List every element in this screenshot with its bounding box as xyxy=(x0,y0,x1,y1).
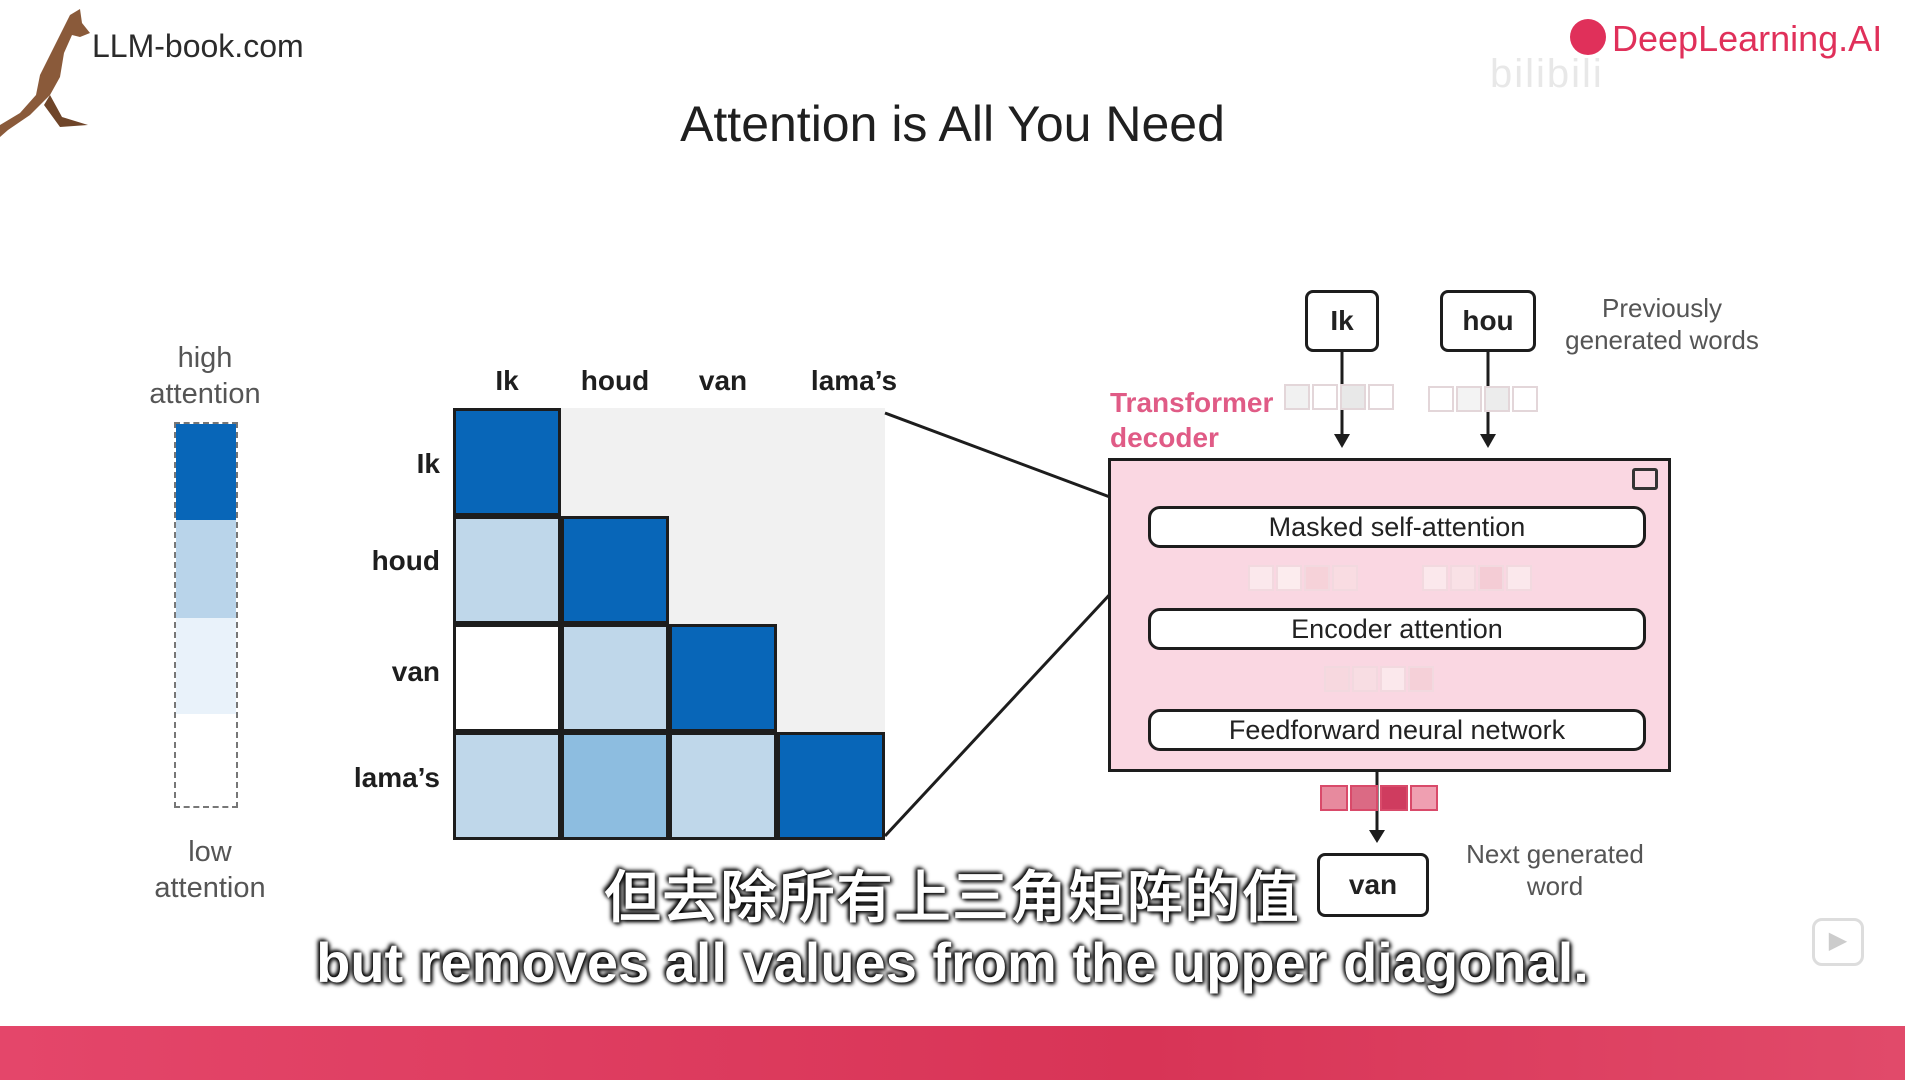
attention-matrix xyxy=(453,408,885,840)
decoder-label: Transformer decoder xyxy=(1110,387,1274,453)
matrix-cell-masked xyxy=(777,624,885,732)
bottom-banner xyxy=(0,1026,1905,1080)
matrix-cell xyxy=(453,624,561,732)
encoder-embedding xyxy=(1324,666,1436,692)
brand-logo: DeepLearning.AI xyxy=(1570,18,1882,60)
attention-legend-bar xyxy=(174,422,238,808)
matrix-row-label: van xyxy=(391,656,440,687)
attention-embedding-1 xyxy=(1248,565,1360,591)
matrix-cell-masked xyxy=(777,408,885,516)
legend-level-high xyxy=(176,424,236,520)
brand-name: DeepLearning.AI xyxy=(1612,18,1883,59)
encoder-attention-layer: Encoder attention xyxy=(1148,608,1646,650)
matrix-col-label: van xyxy=(698,365,748,396)
legend-level-low xyxy=(176,618,236,714)
legend-level-medium xyxy=(176,520,236,618)
input-word-hou: hou xyxy=(1440,290,1536,352)
matrix-col-label: houd xyxy=(580,365,650,396)
next-generated-label: Next generated word xyxy=(1466,839,1644,901)
subtitle-chinese: 但去除所有上三角矩阵的值 xyxy=(604,866,1301,929)
matrix-cell-masked xyxy=(561,408,669,516)
legend-low-label: low attention xyxy=(154,836,266,904)
input-embedding-hou xyxy=(1428,386,1540,412)
matrix-cell xyxy=(453,408,561,516)
legend-high-label: high attention xyxy=(149,342,261,410)
feedforward-layer: Feedforward neural network xyxy=(1148,709,1646,751)
previously-generated-label: Previously generated words xyxy=(1565,293,1759,355)
matrix-row-label: lama’s xyxy=(353,762,440,793)
masked-self-attention-layer: Masked self-attention xyxy=(1148,506,1646,548)
matrix-row-label: Ik xyxy=(416,448,440,479)
matrix-cell xyxy=(453,516,561,624)
output-embedding xyxy=(1320,785,1440,811)
deeplearning-logo-icon xyxy=(1570,19,1606,56)
matrix-cell-masked xyxy=(669,408,777,516)
play-icon[interactable]: ▶ xyxy=(1812,918,1864,966)
attention-embedding-2 xyxy=(1422,565,1534,591)
slide-title: Attention is All You Need xyxy=(680,96,1225,152)
legend-level-none xyxy=(176,714,236,806)
input-embedding-ik xyxy=(1284,384,1396,410)
comment-icon[interactable] xyxy=(1632,468,1658,490)
matrix-cell xyxy=(561,516,669,624)
matrix-cell xyxy=(669,624,777,732)
subtitle-english: but removes all values from the upper di… xyxy=(316,931,1589,994)
connector-line-top xyxy=(884,411,1151,514)
input-arrow-ik-head xyxy=(1334,434,1350,448)
matrix-cell xyxy=(561,732,669,840)
matrix-col-label: Ik xyxy=(495,365,519,396)
matrix-cell xyxy=(669,732,777,840)
input-word-ik: Ik xyxy=(1305,290,1379,352)
matrix-col-label: lama’s xyxy=(810,365,898,396)
input-arrow-hou-head xyxy=(1480,434,1496,448)
matrix-cell-masked xyxy=(669,516,777,624)
matrix-cell xyxy=(561,624,669,732)
site-name: LLM-book.com xyxy=(92,28,304,64)
matrix-cell xyxy=(453,732,561,840)
matrix-row-label: houd xyxy=(371,545,440,576)
kangaroo-logo-icon xyxy=(0,9,90,137)
output-word-van: van xyxy=(1317,853,1429,917)
matrix-cell-masked xyxy=(777,516,885,624)
matrix-cell xyxy=(777,732,885,840)
watermark-text: bilibili xyxy=(1490,52,1604,96)
output-arrow-head xyxy=(1369,830,1385,843)
